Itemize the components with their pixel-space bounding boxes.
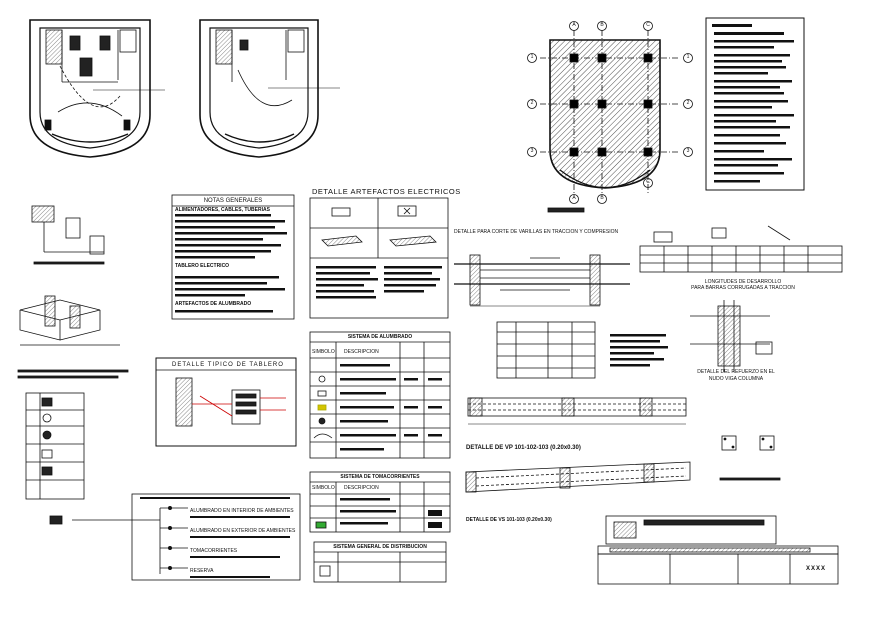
circuit-label-2: ALUMBRADO EN EXTERIOR DE AMBIENTES bbox=[190, 528, 296, 534]
detail-switch-box bbox=[31, 205, 105, 265]
axis-top-c: C bbox=[646, 22, 650, 28]
longitudes-line1: LONGITUDES DE DESARROLLO bbox=[704, 279, 782, 285]
detail-symbol-table bbox=[25, 392, 85, 500]
axis-bottom-a: A bbox=[572, 195, 576, 201]
axis-top-b: B bbox=[600, 22, 604, 28]
title-block-mark: XXXX bbox=[806, 566, 827, 572]
longitudes-line2: PARA BARRAS CORRUGADAS A TRACCION bbox=[691, 285, 795, 291]
circuit-label-4: RESERVA bbox=[190, 568, 214, 574]
structural-plan bbox=[527, 21, 693, 213]
notas-section-artefactos: ARTEFACTOS DE ALUMBRADO bbox=[175, 301, 252, 307]
tomacorrientes-col-descripcion: DESCRIPCION bbox=[344, 485, 379, 491]
axis-bottom-b: B bbox=[600, 195, 604, 201]
axis-right-3: 3 bbox=[686, 148, 690, 154]
column-sections bbox=[719, 435, 781, 481]
vs-beam bbox=[465, 461, 691, 493]
floor-plan-1 bbox=[29, 19, 165, 158]
distribucion-title: SISTEMA GENERAL DE DISTRIBUCION bbox=[333, 544, 427, 550]
tomacorrientes-title: SISTEMA DE TOMACORRIENTES bbox=[340, 474, 420, 480]
tablero-title: DETALLE TIPICO DE TABLERO bbox=[172, 362, 284, 368]
axis-top-a: A bbox=[572, 22, 576, 28]
notas-section-tablero: TABLERO ELECTRICO bbox=[175, 263, 230, 269]
artefactos-title: DETALLE ARTEFACTOS ELECTRICOS bbox=[312, 187, 461, 196]
distribution-tree bbox=[49, 493, 301, 581]
axis-left-2: 2 bbox=[530, 100, 534, 106]
vs-title: DETALLE DE VS 101-103 (0.20x0.30) bbox=[466, 517, 552, 523]
title-block bbox=[597, 515, 839, 585]
axis-right-1: 1 bbox=[686, 54, 690, 60]
longitudes-table bbox=[639, 225, 843, 273]
notas-generales-title: NOTAS GENERALES bbox=[203, 198, 263, 204]
nudo-line2: NUDO VIGA COLUMNA bbox=[708, 376, 764, 382]
tomacorrientes-panel bbox=[309, 471, 451, 533]
alumbrado-title: SISTEMA DE ALUMBRADO bbox=[347, 334, 413, 340]
circuit-label-3: TOMACORRIENTES bbox=[190, 548, 238, 554]
artefactos-panel bbox=[309, 197, 449, 319]
detail-isometric bbox=[17, 295, 129, 379]
notes-panel-right bbox=[705, 17, 805, 191]
tablero-panel bbox=[155, 357, 297, 447]
axis-bottom-c: C bbox=[646, 179, 650, 185]
nudo-detail bbox=[690, 300, 773, 372]
varilla-detail bbox=[454, 254, 630, 307]
alumbrado-panel bbox=[309, 331, 451, 459]
vp-beam bbox=[467, 397, 687, 425]
columns-table bbox=[496, 321, 668, 379]
vp-title: DETALLE DE VP 101-102-103 (0.20x0.30) bbox=[466, 445, 581, 451]
circuit-label-1: ALUMBRADO EN INTERIOR DE AMBIENTES bbox=[190, 508, 294, 514]
grid-bubbles bbox=[527, 21, 693, 204]
notas-section-alimentadores: ALIMENTADORES, CABLES, TUBERIAS bbox=[175, 207, 270, 213]
notas-generales-panel bbox=[171, 194, 295, 320]
axis-left-1: 1 bbox=[530, 54, 534, 60]
tomacorrientes-col-simbolo: SIMBOLO bbox=[312, 485, 335, 491]
axis-right-2: 2 bbox=[686, 100, 690, 106]
alumbrado-col-simbolo: SIMBOLO bbox=[312, 349, 335, 355]
nudo-line1: DETALLE DEL REFUERZO EN EL bbox=[697, 369, 775, 375]
varilla-title: DETALLE PARA CORTE DE VARILLAS EN TRACCI… bbox=[454, 229, 619, 235]
distribucion-panel bbox=[313, 541, 447, 583]
alumbrado-col-descripcion: DESCRIPCION bbox=[344, 349, 379, 355]
floor-plan-2 bbox=[199, 19, 340, 158]
axis-left-3: 3 bbox=[530, 148, 534, 154]
